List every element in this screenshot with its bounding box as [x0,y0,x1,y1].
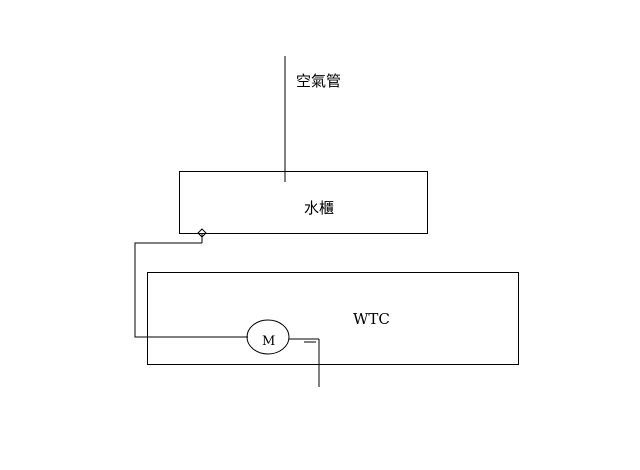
water-tank-box [179,171,428,234]
air-pipe-label: 空氣管 [296,72,341,90]
tank-to-motor-pipe [134,242,248,338]
water-tank-label: 水櫃 [304,199,334,217]
motor-label: M [262,334,275,349]
wtc-label: WTC [353,310,390,328]
motor-circle [246,319,290,355]
wtc-box [147,272,519,365]
